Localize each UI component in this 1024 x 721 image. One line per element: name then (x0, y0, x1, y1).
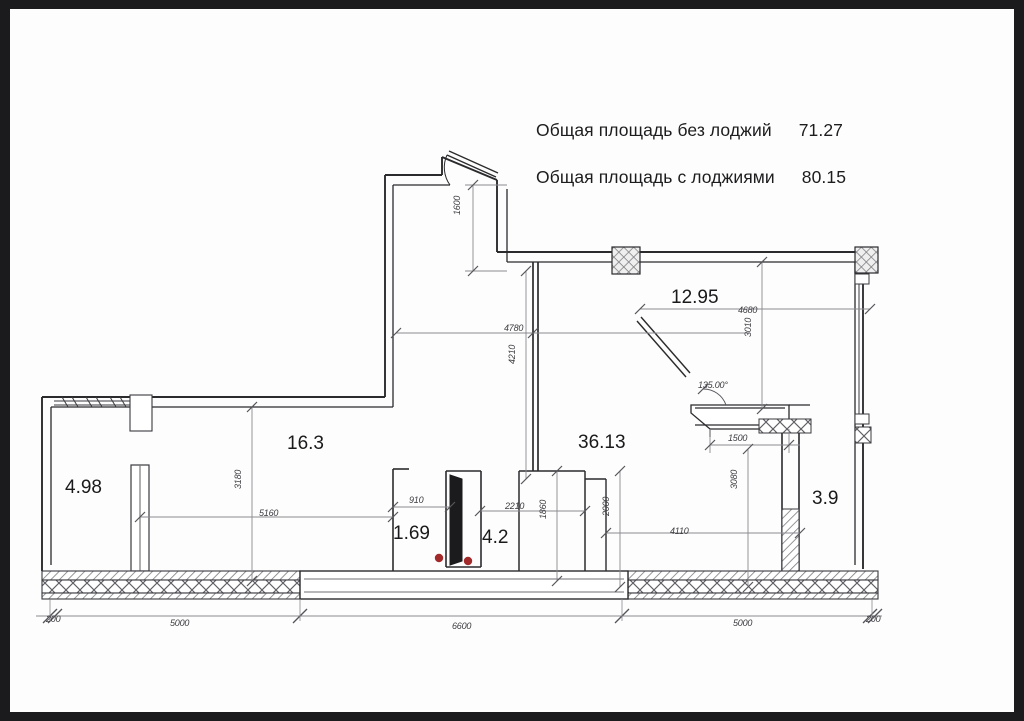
shaft-stub (585, 478, 607, 571)
screenshot-frame-top (0, 0, 1024, 9)
screenshot-frame-left (0, 0, 10, 721)
angle-arc-135 (702, 388, 727, 406)
summary-row-with-loggias: Общая площадь с лоджиями 80.15 (536, 167, 846, 188)
wall-band-bottom-right (627, 570, 879, 600)
bottom-dimension-chain (36, 599, 883, 624)
window-glazing-top-left (54, 396, 132, 408)
dim-2000: 2000 (601, 496, 611, 516)
dim-910: 910 (409, 495, 424, 505)
dim-bottom-5000-right: 5000 (733, 618, 753, 628)
partition-bath-block (392, 468, 482, 571)
outlet-symbol-right (463, 556, 473, 566)
room-area-36-13: 36.13 (578, 432, 626, 453)
summary-label-with-loggias: Общая площадь с лоджиями (536, 167, 775, 187)
wall-band-bottom-left (41, 570, 301, 600)
dim-1860: 1860 (538, 499, 548, 519)
column-top-center (611, 246, 641, 275)
dim-1600: 1600 (452, 195, 462, 215)
room-area-12-95: 12.95 (671, 287, 719, 308)
dim-5160: 5160 (259, 508, 279, 518)
dim-4110: 4110 (670, 526, 689, 536)
wall-segment-kitchen (758, 418, 812, 434)
summary-label-without-loggias: Общая площадь без лоджий (536, 120, 772, 140)
corner-pier-right (854, 426, 872, 444)
room-area-16-3: 16.3 (287, 433, 324, 454)
floor-plan-drawing (36, 150, 883, 624)
room-area-1-69: 1.69 (393, 523, 430, 544)
door-swing-entry (636, 316, 691, 378)
column-top-left (129, 394, 153, 432)
dim-3180: 3180 (233, 469, 243, 489)
partition-left (130, 464, 150, 572)
dim-bottom-5000-left: 5000 (170, 618, 190, 628)
room-area-4-98: 4.98 (65, 477, 102, 498)
dim-3080: 3080 (729, 469, 739, 489)
dimension-lines (140, 184, 870, 587)
screenshot-frame-bottom (0, 712, 1024, 721)
partition-wc (518, 470, 586, 571)
dim-135deg: 135.00° (698, 380, 728, 390)
outlet-symbol-left (434, 553, 444, 563)
window-glazing-right (854, 273, 870, 425)
loggia-bottom-center (299, 570, 629, 600)
door-swing-top (443, 150, 499, 186)
screenshot-frame-right (1014, 0, 1024, 721)
dim-1500: 1500 (728, 433, 748, 443)
room-area-3-9: 3.9 (812, 488, 839, 509)
drawing-canvas: Общая площадь без лоджий 71.27 Общая пло… (10, 9, 1014, 712)
dim-4780: 4780 (504, 323, 524, 333)
dim-3010: 3010 (743, 317, 753, 337)
dim-bottom-200-right: 200 (866, 614, 881, 624)
dim-4680: 4680 (738, 305, 758, 315)
summary-value-without-loggias: 71.27 (798, 120, 843, 140)
pier-right (781, 508, 800, 572)
dim-4210: 4210 (507, 344, 517, 364)
column-top-right (854, 246, 879, 274)
summary-value-with-loggias: 80.15 (801, 167, 847, 187)
door-leaf-bath (449, 474, 463, 566)
wall-center-vertical (532, 262, 539, 471)
dim-bottom-200-left: 200 (46, 614, 61, 624)
dim-2210: 2210 (505, 501, 525, 511)
room-area-4-2: 4.2 (482, 527, 509, 548)
summary-row-without-loggias: Общая площадь без лоджий 71.27 (536, 120, 843, 141)
dim-bottom-6600: 6600 (452, 621, 472, 631)
